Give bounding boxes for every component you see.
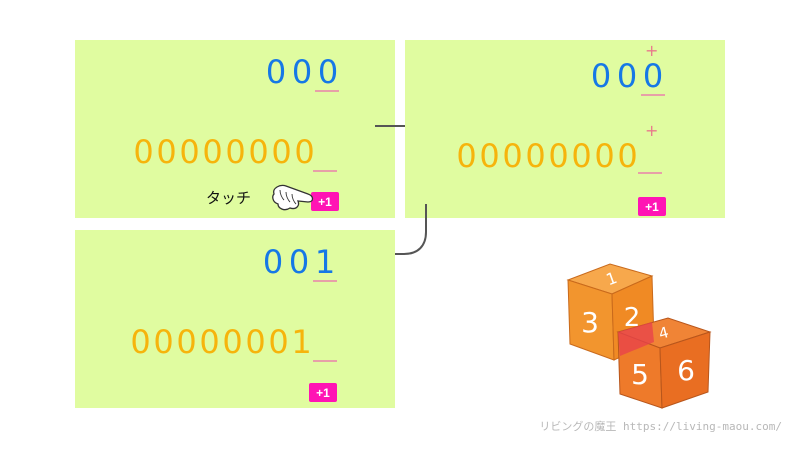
plus-one-button[interactable]: +1 [311,192,339,211]
digit: 0 [294,133,315,171]
digit: 0 [176,323,197,361]
counter-small: 0 0 0 [263,56,341,88]
digit: 0 [179,133,200,171]
digit: 0 [594,137,615,175]
digit: 0 [288,243,310,281]
digit: 0 [156,133,177,171]
digit-underline [313,280,337,282]
digit: 0 [153,323,174,361]
die-face-number: 4 [657,323,671,343]
digit-underline [315,90,339,92]
plus-one-button[interactable]: +1 [309,383,337,402]
digit: 0 [265,53,287,91]
digit: 0 [502,137,523,175]
digit-underline [313,360,337,362]
digit: 0 [199,323,220,361]
carry-plus-mark: + [645,121,659,140]
counter-large: 0 0 0 0 0 0 0 0 [132,136,316,168]
site-name: リビングの魔王 [539,420,617,433]
digit: 1 [291,323,312,361]
digit: 0 [202,133,223,171]
panel-carry: 0 0 0 + 0 0 0 0 0 0 0 0 + +1 [405,40,725,218]
digit: 0 [222,323,243,361]
digit: 0 [248,133,269,171]
die-face-number: 3 [581,306,599,339]
site-credit: リビングの魔王 https://living-maou.com/ [539,418,782,434]
die-face-number: 2 [624,303,641,333]
dice-icon: 1 3 2 4 5 6 [566,263,712,409]
plus-one-button[interactable]: +1 [638,197,666,216]
digit: 0 [456,137,477,175]
counter-large: 0 0 0 0 0 0 0 1 [129,326,313,358]
carry-plus-mark: + [645,41,659,60]
digit: 0 [245,323,266,361]
digit: 0 [479,137,500,175]
counter-small: 0 0 1 [260,246,338,278]
digit: 0 [291,53,313,91]
panel-before: 0 0 0 0 0 0 0 0 0 0 0 タッチ +1 [75,40,395,218]
digit: 0 [548,137,569,175]
digit: 0 [271,133,292,171]
digit: 0 [525,137,546,175]
digit: 0 [317,53,339,91]
digit: 0 [133,133,154,171]
panel-after: 0 0 1 0 0 0 0 0 0 0 1 +1 [75,230,395,408]
touch-label: タッチ [206,189,252,207]
die-face-number: 5 [631,358,649,391]
counter-small: 0 0 0 [588,60,666,92]
digit: 0 [262,243,284,281]
die-face-number: 6 [677,354,695,387]
digit: 0 [571,137,592,175]
digit-underline [313,170,337,172]
digit-underline [638,172,662,174]
digit: 0 [130,323,151,361]
site-url[interactable]: https://living-maou.com/ [623,420,782,433]
digit-underline [641,94,665,96]
digit: 0 [617,137,638,175]
pointing-hand-icon [272,184,314,211]
counter-large: 0 0 0 0 0 0 0 0 [455,140,639,172]
digit: 0 [616,57,638,95]
digit: 0 [268,323,289,361]
digit: 0 [225,133,246,171]
digit: 0 [590,57,612,95]
digit: 1 [314,243,336,281]
digit: 0 [642,57,664,95]
